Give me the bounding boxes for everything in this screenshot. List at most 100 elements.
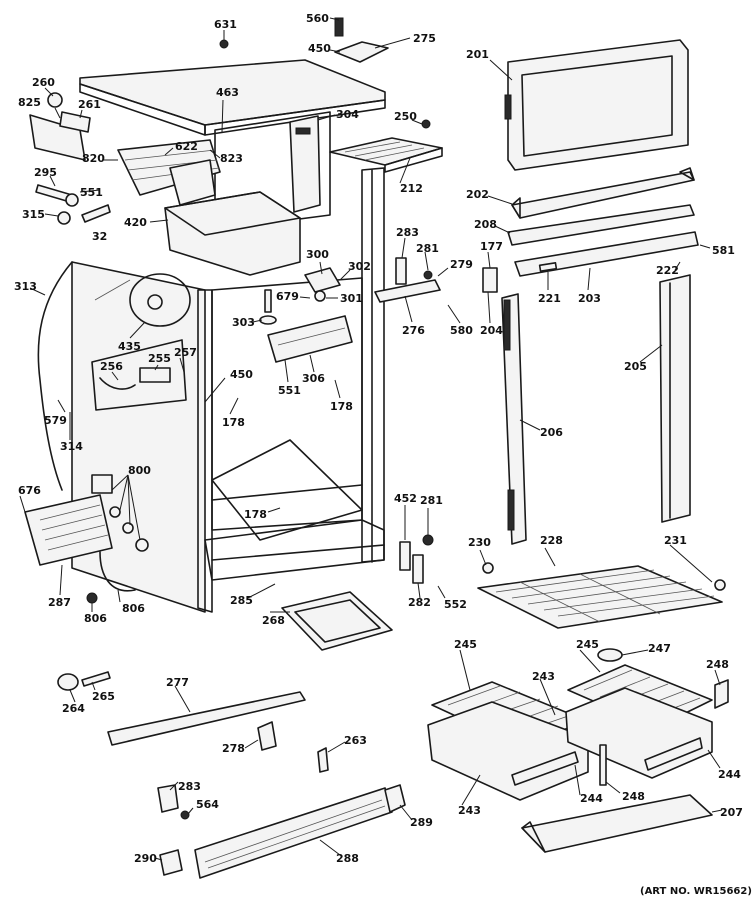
callout-275: 275 <box>413 32 436 45</box>
callout-255: 255 <box>148 352 171 365</box>
lower-hinge-282 <box>399 534 434 584</box>
callout-435: 435 <box>118 340 141 353</box>
callout-287: 287 <box>48 596 71 609</box>
control-knob-parts <box>35 184 111 225</box>
callout-202: 202 <box>466 188 489 201</box>
callout-288: 288 <box>336 852 359 865</box>
callout-560: 560 <box>306 12 329 25</box>
callout-452: 452 <box>394 492 417 505</box>
callout-212: 212 <box>400 182 423 195</box>
callout-278: 278 <box>222 742 245 755</box>
callout-806: 806 <box>122 602 145 615</box>
mullion-208 <box>507 204 695 246</box>
callout-244: 244 <box>718 768 741 781</box>
callout-178: 178 <box>330 400 353 413</box>
callout-282: 282 <box>408 596 431 609</box>
callout-261: 261 <box>78 98 101 111</box>
ice-bucket-420 <box>164 191 301 276</box>
callout-283: 283 <box>178 780 201 793</box>
callout-206: 206 <box>540 426 563 439</box>
callout-256: 256 <box>100 360 123 373</box>
callout-222: 222 <box>656 264 679 277</box>
callout-450: 450 <box>230 368 253 381</box>
light-socket-435 <box>91 273 191 411</box>
hinge-strip-206 <box>501 293 527 545</box>
callout-257: 257 <box>174 346 197 359</box>
callout-276: 276 <box>402 324 425 337</box>
callout-289: 289 <box>410 816 433 829</box>
crisper-drawer-243-left <box>427 701 589 801</box>
drawer-slides-247-248 <box>597 648 729 786</box>
callout-244: 244 <box>580 792 603 805</box>
callout-313: 313 <box>14 280 37 293</box>
callout-245: 245 <box>576 638 599 651</box>
leader-lines <box>19 17 723 861</box>
callout-243: 243 <box>458 804 481 817</box>
callout-551: 551 <box>278 384 301 397</box>
callout-314: 314 <box>60 440 83 453</box>
door-shelf-207 <box>521 794 713 853</box>
callout-283: 283 <box>396 226 419 239</box>
callout-825: 825 <box>18 96 41 109</box>
callout-208: 208 <box>474 218 497 231</box>
callout-303: 303 <box>232 316 255 329</box>
callout-622: 622 <box>175 140 198 153</box>
mullion-bar-203 <box>514 231 699 277</box>
callout-201: 201 <box>466 48 489 61</box>
freezer-shelf-202 <box>511 167 695 219</box>
callout-823: 823 <box>220 152 243 165</box>
callout-247: 247 <box>648 642 671 655</box>
callout-263: 263 <box>344 734 367 747</box>
freezer-door-201 <box>504 39 689 171</box>
callout-420: 420 <box>124 216 147 229</box>
callout-564: 564 <box>196 798 219 811</box>
callout-290: 290 <box>134 852 157 865</box>
meat-pan-268 <box>281 591 393 651</box>
callout-679: 679 <box>276 290 299 303</box>
callout-295: 295 <box>34 166 57 179</box>
callout-300: 300 <box>306 248 329 261</box>
callout-285: 285 <box>230 594 253 607</box>
callout-800: 800 <box>128 464 151 477</box>
callout-245: 245 <box>454 638 477 651</box>
callout-207: 207 <box>720 806 743 819</box>
callout-581: 581 <box>712 244 735 257</box>
wire-shelf-228 <box>477 562 726 629</box>
callout-labels: 560 275 631 450 201 260 825 261 463 304 … <box>14 12 743 865</box>
callout-248: 248 <box>622 790 645 803</box>
callout-304: 304 <box>336 108 359 121</box>
callout-450: 450 <box>308 42 331 55</box>
callout-302: 302 <box>348 260 371 273</box>
callout-250: 250 <box>394 110 417 123</box>
callout-203: 203 <box>578 292 601 305</box>
callout-32: 32 <box>92 230 107 243</box>
callout-243: 243 <box>532 670 555 683</box>
callout-279: 279 <box>450 258 473 271</box>
thermostat-housing-304 <box>289 115 321 213</box>
callout-260: 260 <box>32 76 55 89</box>
callout-806: 806 <box>84 612 107 625</box>
callout-205: 205 <box>624 360 647 373</box>
callout-315: 315 <box>22 208 45 221</box>
callout-463: 463 <box>216 86 239 99</box>
callout-820: 820 <box>82 152 105 165</box>
callout-301: 301 <box>340 292 363 305</box>
callout-631: 631 <box>214 18 237 31</box>
callout-281: 281 <box>420 494 443 507</box>
evaporator-820 <box>117 139 221 206</box>
control-assembly <box>259 267 353 363</box>
callout-264: 264 <box>62 702 85 715</box>
callout-676: 676 <box>18 484 41 497</box>
hinge-assembly-276 <box>374 257 498 303</box>
drain-tube-313 <box>37 261 73 491</box>
callout-230: 230 <box>468 536 491 549</box>
callout-281: 281 <box>416 242 439 255</box>
callout-178: 178 <box>244 508 267 521</box>
art-number: (ART NO. WR15662) <box>640 886 752 897</box>
callout-551: 551 <box>80 186 103 199</box>
callout-277: 277 <box>166 676 189 689</box>
shelf-212 <box>329 137 443 173</box>
leveling-parts <box>57 671 329 773</box>
fresh-food-door-205 <box>659 274 691 523</box>
